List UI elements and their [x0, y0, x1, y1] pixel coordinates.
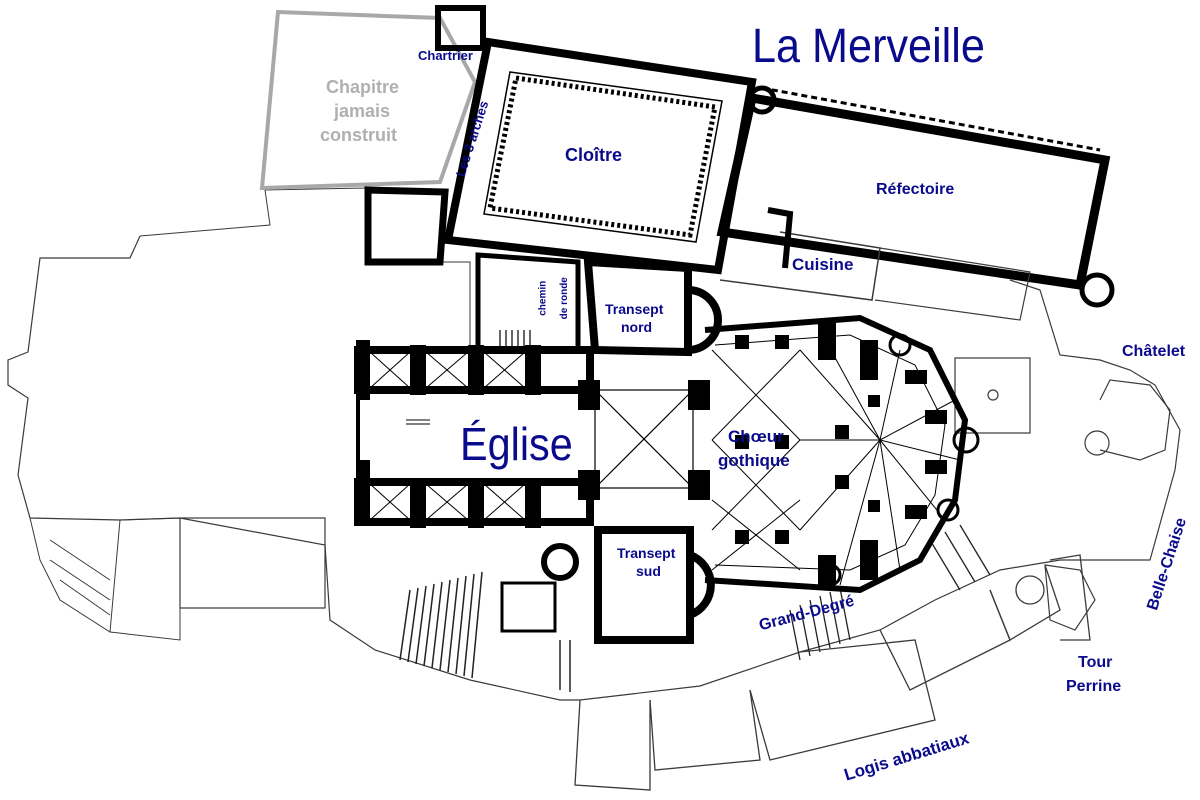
west-stairs	[29, 517, 181, 641]
label-chapitre-line-3: construit	[320, 125, 398, 145]
cuisine-walls	[719, 231, 881, 301]
south-stairs-hatching	[399, 571, 571, 692]
west-cloitre-block	[364, 186, 449, 266]
south-square-room	[500, 581, 557, 633]
label-chapitre-line-1: Chapitre	[326, 77, 400, 97]
label-tour-perrine-line-1: Tour	[1078, 654, 1113, 671]
label-transept-sud-line-2: sud	[636, 563, 661, 579]
cloitre-garth	[487, 75, 718, 238]
label-choeur-line-2: gothique	[718, 451, 790, 470]
label-choeur-line-1: Chœur	[728, 427, 784, 446]
logis-abbatiaux-outline	[574, 554, 1091, 791]
label-transept-sud-line-1: Transept	[617, 545, 676, 561]
west-annex	[179, 517, 326, 609]
chapitre-ghost-outline	[259, 9, 478, 191]
label-chemin-de-ronde-line-1: chemin	[537, 280, 549, 316]
label-transept-nord-line-1: Transept	[605, 301, 664, 317]
grand-degre-stairs	[789, 524, 991, 661]
label-chemin-de-ronde-line-2: de ronde	[558, 277, 570, 320]
refectoire-walls	[716, 92, 1111, 291]
label-cloitre: Cloître	[565, 145, 623, 165]
nave-piers	[356, 340, 541, 528]
label-tour-perrine-line-2: Perrine	[1066, 678, 1122, 695]
chatelet-outline	[954, 357, 1171, 461]
nave-rib-vaults	[369, 351, 526, 521]
west-terrace-line	[139, 187, 471, 348]
label-eglise: Église	[460, 418, 573, 470]
refectoire-stair-tower	[1079, 272, 1115, 308]
transept-sud-walls	[594, 526, 694, 644]
label-la-merveille: La Merveille	[752, 20, 985, 73]
label-cuisine: Cuisine	[792, 255, 854, 274]
label-transept-nord-line-2: nord	[621, 319, 653, 335]
label-chatelet: Châtelet	[1122, 343, 1186, 360]
crossing	[594, 389, 694, 489]
label-chapitre-line-2: jamais	[334, 101, 391, 121]
choeur-chapels	[818, 333, 980, 587]
crossing-piers	[578, 380, 710, 500]
cloitre-walls	[443, 37, 757, 275]
belle-chaise-outline	[1044, 564, 1096, 631]
choeur-vault-ribs	[711, 329, 961, 586]
chartrier-tower	[435, 5, 486, 51]
outer-terrace-outline	[7, 235, 1181, 701]
label-chartrier: Chartrier	[418, 48, 473, 63]
sud-spiral-stair	[541, 543, 579, 581]
label-refectoire: Réfectoire	[876, 181, 955, 198]
choeur-piers	[735, 320, 947, 585]
tour-perrine-tower	[1015, 575, 1045, 605]
